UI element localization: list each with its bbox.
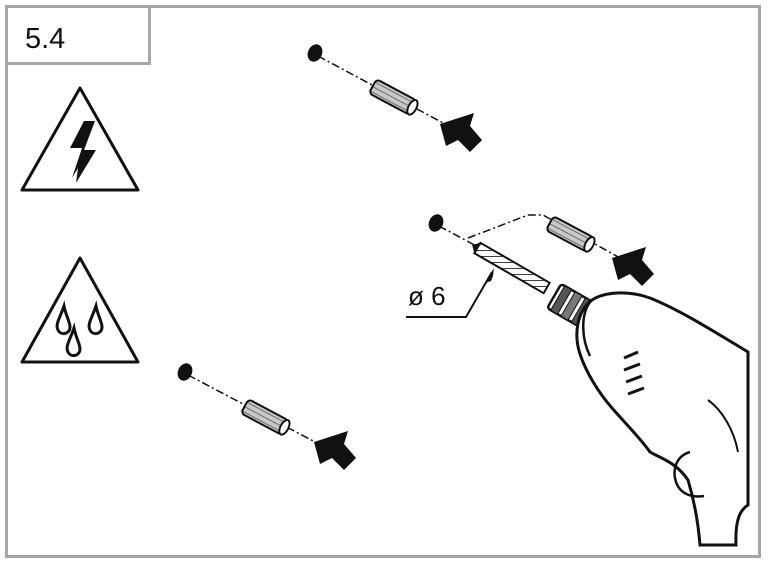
drill-diameter-label: ø 6 bbox=[408, 281, 446, 311]
electric-shock-warning-icon bbox=[20, 86, 140, 192]
drill-insert-arrow-icon bbox=[612, 247, 654, 286]
top-wall-plug-icon bbox=[369, 79, 419, 116]
top-insert-arrow-icon bbox=[440, 113, 482, 152]
water-drops-warning-icon bbox=[20, 256, 140, 364]
bottom-wall-plug-icon bbox=[241, 399, 291, 436]
bottom-wall-hole-icon bbox=[177, 363, 193, 381]
drill-alignment-line bbox=[438, 225, 481, 249]
power-drill-icon bbox=[472, 241, 750, 547]
diameter-leader-line bbox=[406, 268, 494, 318]
drill-wall-plug-icon bbox=[546, 216, 596, 253]
drill-wall-hole-icon bbox=[428, 214, 444, 232]
step-number-box: 5.4 bbox=[5, 5, 151, 65]
bottom-insert-arrow-icon bbox=[314, 431, 356, 470]
top-wall-hole-icon bbox=[307, 44, 323, 62]
step-number: 5.4 bbox=[25, 23, 66, 55]
